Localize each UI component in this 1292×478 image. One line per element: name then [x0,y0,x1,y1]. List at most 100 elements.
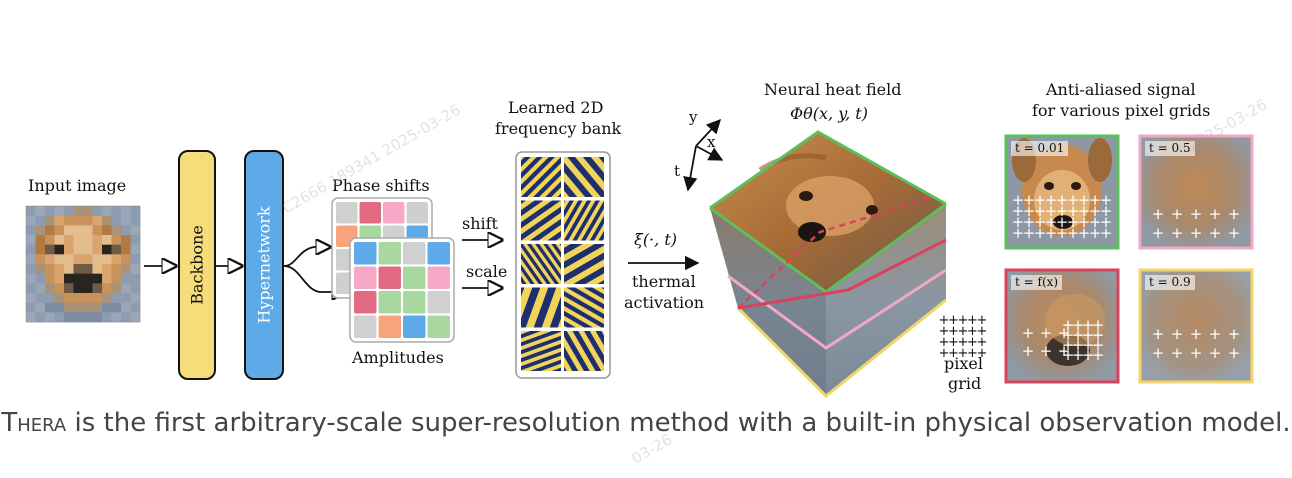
pixel-plus: + [948,335,959,350]
input-pixel [54,244,65,255]
input-pixel [83,302,93,313]
pixel-plus: + [967,324,978,339]
input-pixel [121,244,131,255]
pixel-plus: + [977,346,988,361]
input-pixel [45,225,55,236]
sample-plus: + [1092,336,1105,354]
input-pixel [73,244,84,255]
input-pixel [73,235,84,245]
input-pixel [35,235,46,245]
sample-plus: + [1056,202,1069,220]
input-pixel [130,283,141,294]
input-pixel [35,254,46,265]
input-pixel [64,293,74,303]
axis-y-label: y [689,108,698,126]
cube-edge-green-back [709,130,947,210]
input-pixel [54,215,65,226]
input-pixel [54,254,65,265]
input-pixel [92,264,103,274]
input-pixel [102,273,112,284]
sample-plus: + [1171,224,1184,242]
input-pixel [130,273,141,284]
input-pixel [83,206,93,216]
amplitudes-panel [349,237,455,343]
axis-t-arrow [683,145,698,192]
sample-plus: + [1089,202,1102,220]
input-image-frame [25,205,141,323]
grid-t-label-4: t = 0.9 [1145,275,1195,290]
input-pixel [45,254,55,265]
pixel-plus: + [939,324,950,339]
phase-cell [406,202,428,224]
sample-plus: + [1034,202,1047,220]
axis-x-arrow [695,145,724,161]
frequency-tile [521,244,561,284]
input-pixel [121,225,131,236]
input-pixel [102,244,112,255]
sample-plus: + [1228,205,1241,223]
input-pixel [35,273,46,284]
input-pixel [73,225,84,236]
frequency-tile [564,331,604,371]
bank-label-1: Learned 2D [508,98,604,117]
input-pixel [111,235,122,245]
sample-plus: + [1023,213,1036,231]
sample-plus: + [1062,346,1075,364]
heat-field-label-2: Φθ(x, y, t) [790,104,868,123]
input-pixel [130,293,141,303]
sample-plus: + [1045,202,1058,220]
input-pixel [102,254,112,265]
pixel-plus: + [967,313,978,328]
arrow-to-amplitudes [283,265,346,292]
hypernetwork-label: Hypernetwork [254,206,274,324]
amplitude-cell [354,315,377,338]
input-pixel [92,235,103,245]
amplitude-cell [427,266,450,289]
frequency-tile [564,157,604,197]
input-pixel [130,254,141,265]
input-pixel [102,235,112,245]
sample-plus: + [1228,344,1241,362]
grid-frame-2 [1138,134,1254,250]
sample-plus: + [1092,326,1105,344]
input-pixel [26,302,36,313]
amplitude-cell [354,266,377,289]
grid-t-label-2: t = 0.5 [1145,141,1195,156]
sample-plus: + [1190,325,1203,343]
frequency-tile [564,287,604,328]
input-pixel [92,312,103,323]
input-pixel [35,312,46,323]
sample-plus: + [1034,191,1047,209]
sample-plus: + [1062,326,1075,344]
input-pixel [35,244,46,255]
input-pixel [64,273,74,284]
amplitudes-label: Amplitudes [352,348,444,367]
input-pixel [92,273,103,284]
cube-surface-red [737,238,947,310]
sample-plus: + [1022,342,1035,360]
input-pixel [83,264,93,274]
input-pixel [64,254,74,265]
sample-plus: + [1152,224,1165,242]
phase-cell [336,202,358,224]
input-pixel [26,283,36,294]
sample-plus: + [1089,213,1102,231]
pixel-plus: + [939,335,950,350]
pixel-grid-plus-signs: ++++++++++++++++++++ [939,313,988,361]
input-pixel [111,215,122,226]
input-pixel [121,302,131,313]
sample-plus: + [1190,344,1203,362]
input-pixel [121,254,131,265]
amplitude-cell [427,242,450,265]
cube-slice-pink [727,268,947,350]
input-pixel [111,283,122,294]
pixel-plus: + [977,335,988,350]
sample-plus: + [1062,336,1075,354]
sample-plus: + [1209,325,1222,343]
input-pixel [102,225,112,236]
grid-t-label-3: t = f(x) [1011,275,1063,290]
input-pixel [35,264,46,274]
sample-plus: + [1023,202,1036,220]
input-pixel [121,283,131,294]
sample-plus: + [1089,224,1102,242]
